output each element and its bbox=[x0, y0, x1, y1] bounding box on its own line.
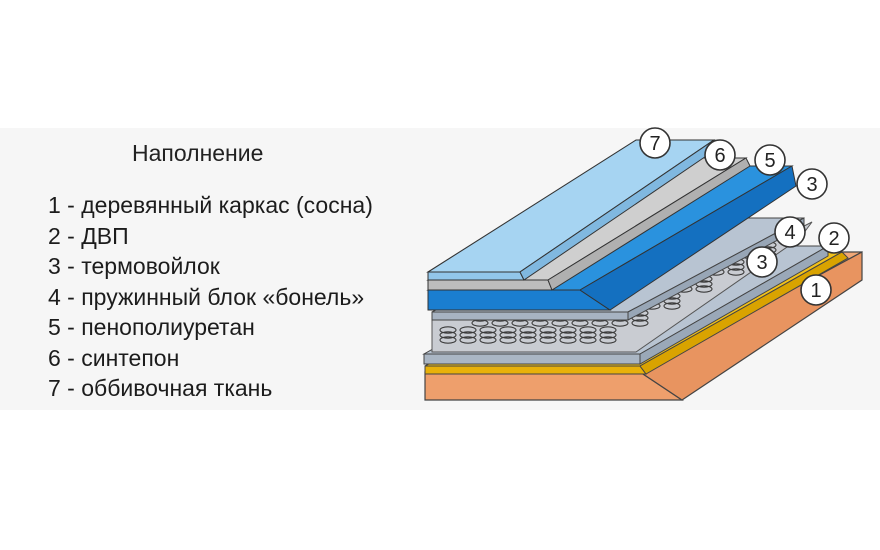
callout-2: 2 bbox=[818, 222, 850, 254]
fabric-front bbox=[427, 271, 525, 281]
callout-5-label: 5 bbox=[764, 150, 775, 172]
legend-item-spring-block: 4 - пружинный блок «бонель» bbox=[48, 283, 365, 310]
felt-bottom-side bbox=[639, 245, 829, 365]
callout-3-lower: 3 bbox=[746, 246, 778, 278]
callout-1-label: 1 bbox=[810, 280, 821, 302]
spring-coil bbox=[479, 331, 497, 339]
spring-coil bbox=[579, 326, 597, 334]
spring-coil bbox=[479, 326, 497, 334]
felt-top-front bbox=[431, 311, 629, 321]
callout-3-lower-label: 3 bbox=[756, 252, 767, 274]
spring-coil bbox=[539, 326, 557, 334]
callout-6: 6 bbox=[704, 139, 736, 171]
spring-coil bbox=[539, 336, 557, 344]
callout-2-label: 2 bbox=[828, 228, 839, 250]
spring-coil bbox=[479, 336, 497, 344]
spring-coil bbox=[459, 326, 477, 334]
legend-title: Наполнение bbox=[132, 140, 264, 166]
callout-7-label: 7 bbox=[649, 133, 660, 155]
callout-3-upper: 3 bbox=[796, 168, 828, 200]
spring-coil bbox=[599, 326, 617, 334]
spring-coil bbox=[559, 326, 577, 334]
spring-coil bbox=[499, 326, 517, 334]
spring-coil bbox=[695, 285, 713, 293]
spring-coil bbox=[559, 331, 577, 339]
spring-coil bbox=[559, 336, 577, 344]
foam-side bbox=[579, 165, 797, 311]
callout-4-label: 4 bbox=[784, 222, 795, 244]
legend-item-foam: 5 - пенополиуретан bbox=[48, 314, 255, 340]
spring-coil bbox=[439, 331, 457, 339]
spring-coil bbox=[439, 326, 457, 334]
spring-coil bbox=[663, 302, 681, 310]
legend-item-padding: 6 - синтепон bbox=[48, 344, 180, 371]
callout-4: 4 bbox=[774, 216, 806, 248]
spring-coil bbox=[727, 268, 745, 276]
spring-coil bbox=[599, 336, 617, 344]
spring-coil bbox=[599, 331, 617, 339]
spring-coil bbox=[499, 336, 517, 344]
spring-coil bbox=[519, 331, 537, 339]
callout-3-upper-label: 3 bbox=[806, 174, 817, 196]
fiberboard-edge bbox=[424, 365, 647, 375]
callout-1: 1 bbox=[800, 274, 832, 306]
legend-list: 1 - деревянный каркас (сосна) 2 - ДВП 3 … bbox=[48, 190, 373, 404]
spring-coil bbox=[459, 336, 477, 344]
callout-7: 7 bbox=[639, 127, 671, 159]
legend-item-fiberboard: 2 - ДВП bbox=[48, 222, 129, 249]
callout-5: 5 bbox=[754, 144, 786, 176]
spring-coil bbox=[519, 326, 537, 334]
spring-coil bbox=[579, 336, 597, 344]
wood-frame-front bbox=[424, 371, 684, 401]
legend-item-fabric: 7 - оббивочная ткань bbox=[48, 375, 273, 401]
padding-front bbox=[427, 279, 553, 291]
spring-coil bbox=[579, 331, 597, 339]
layer-fabric bbox=[426, 139, 719, 281]
foam-front bbox=[427, 289, 612, 311]
spring-coil bbox=[499, 331, 517, 339]
spring-coil bbox=[459, 331, 477, 339]
spring-coil bbox=[439, 336, 457, 344]
legend-item-felt: 3 - термовойлок bbox=[48, 253, 220, 279]
legend-item-wood-frame: 1 - деревянный каркас (сосна) bbox=[48, 192, 373, 218]
felt-bottom-front bbox=[423, 353, 641, 365]
spring-coil bbox=[539, 331, 557, 339]
callout-6-label: 6 bbox=[714, 145, 725, 167]
spring-coil bbox=[519, 336, 537, 344]
fiberboard-side bbox=[639, 251, 849, 375]
spring-coil bbox=[631, 319, 649, 327]
padding-side bbox=[547, 157, 751, 291]
